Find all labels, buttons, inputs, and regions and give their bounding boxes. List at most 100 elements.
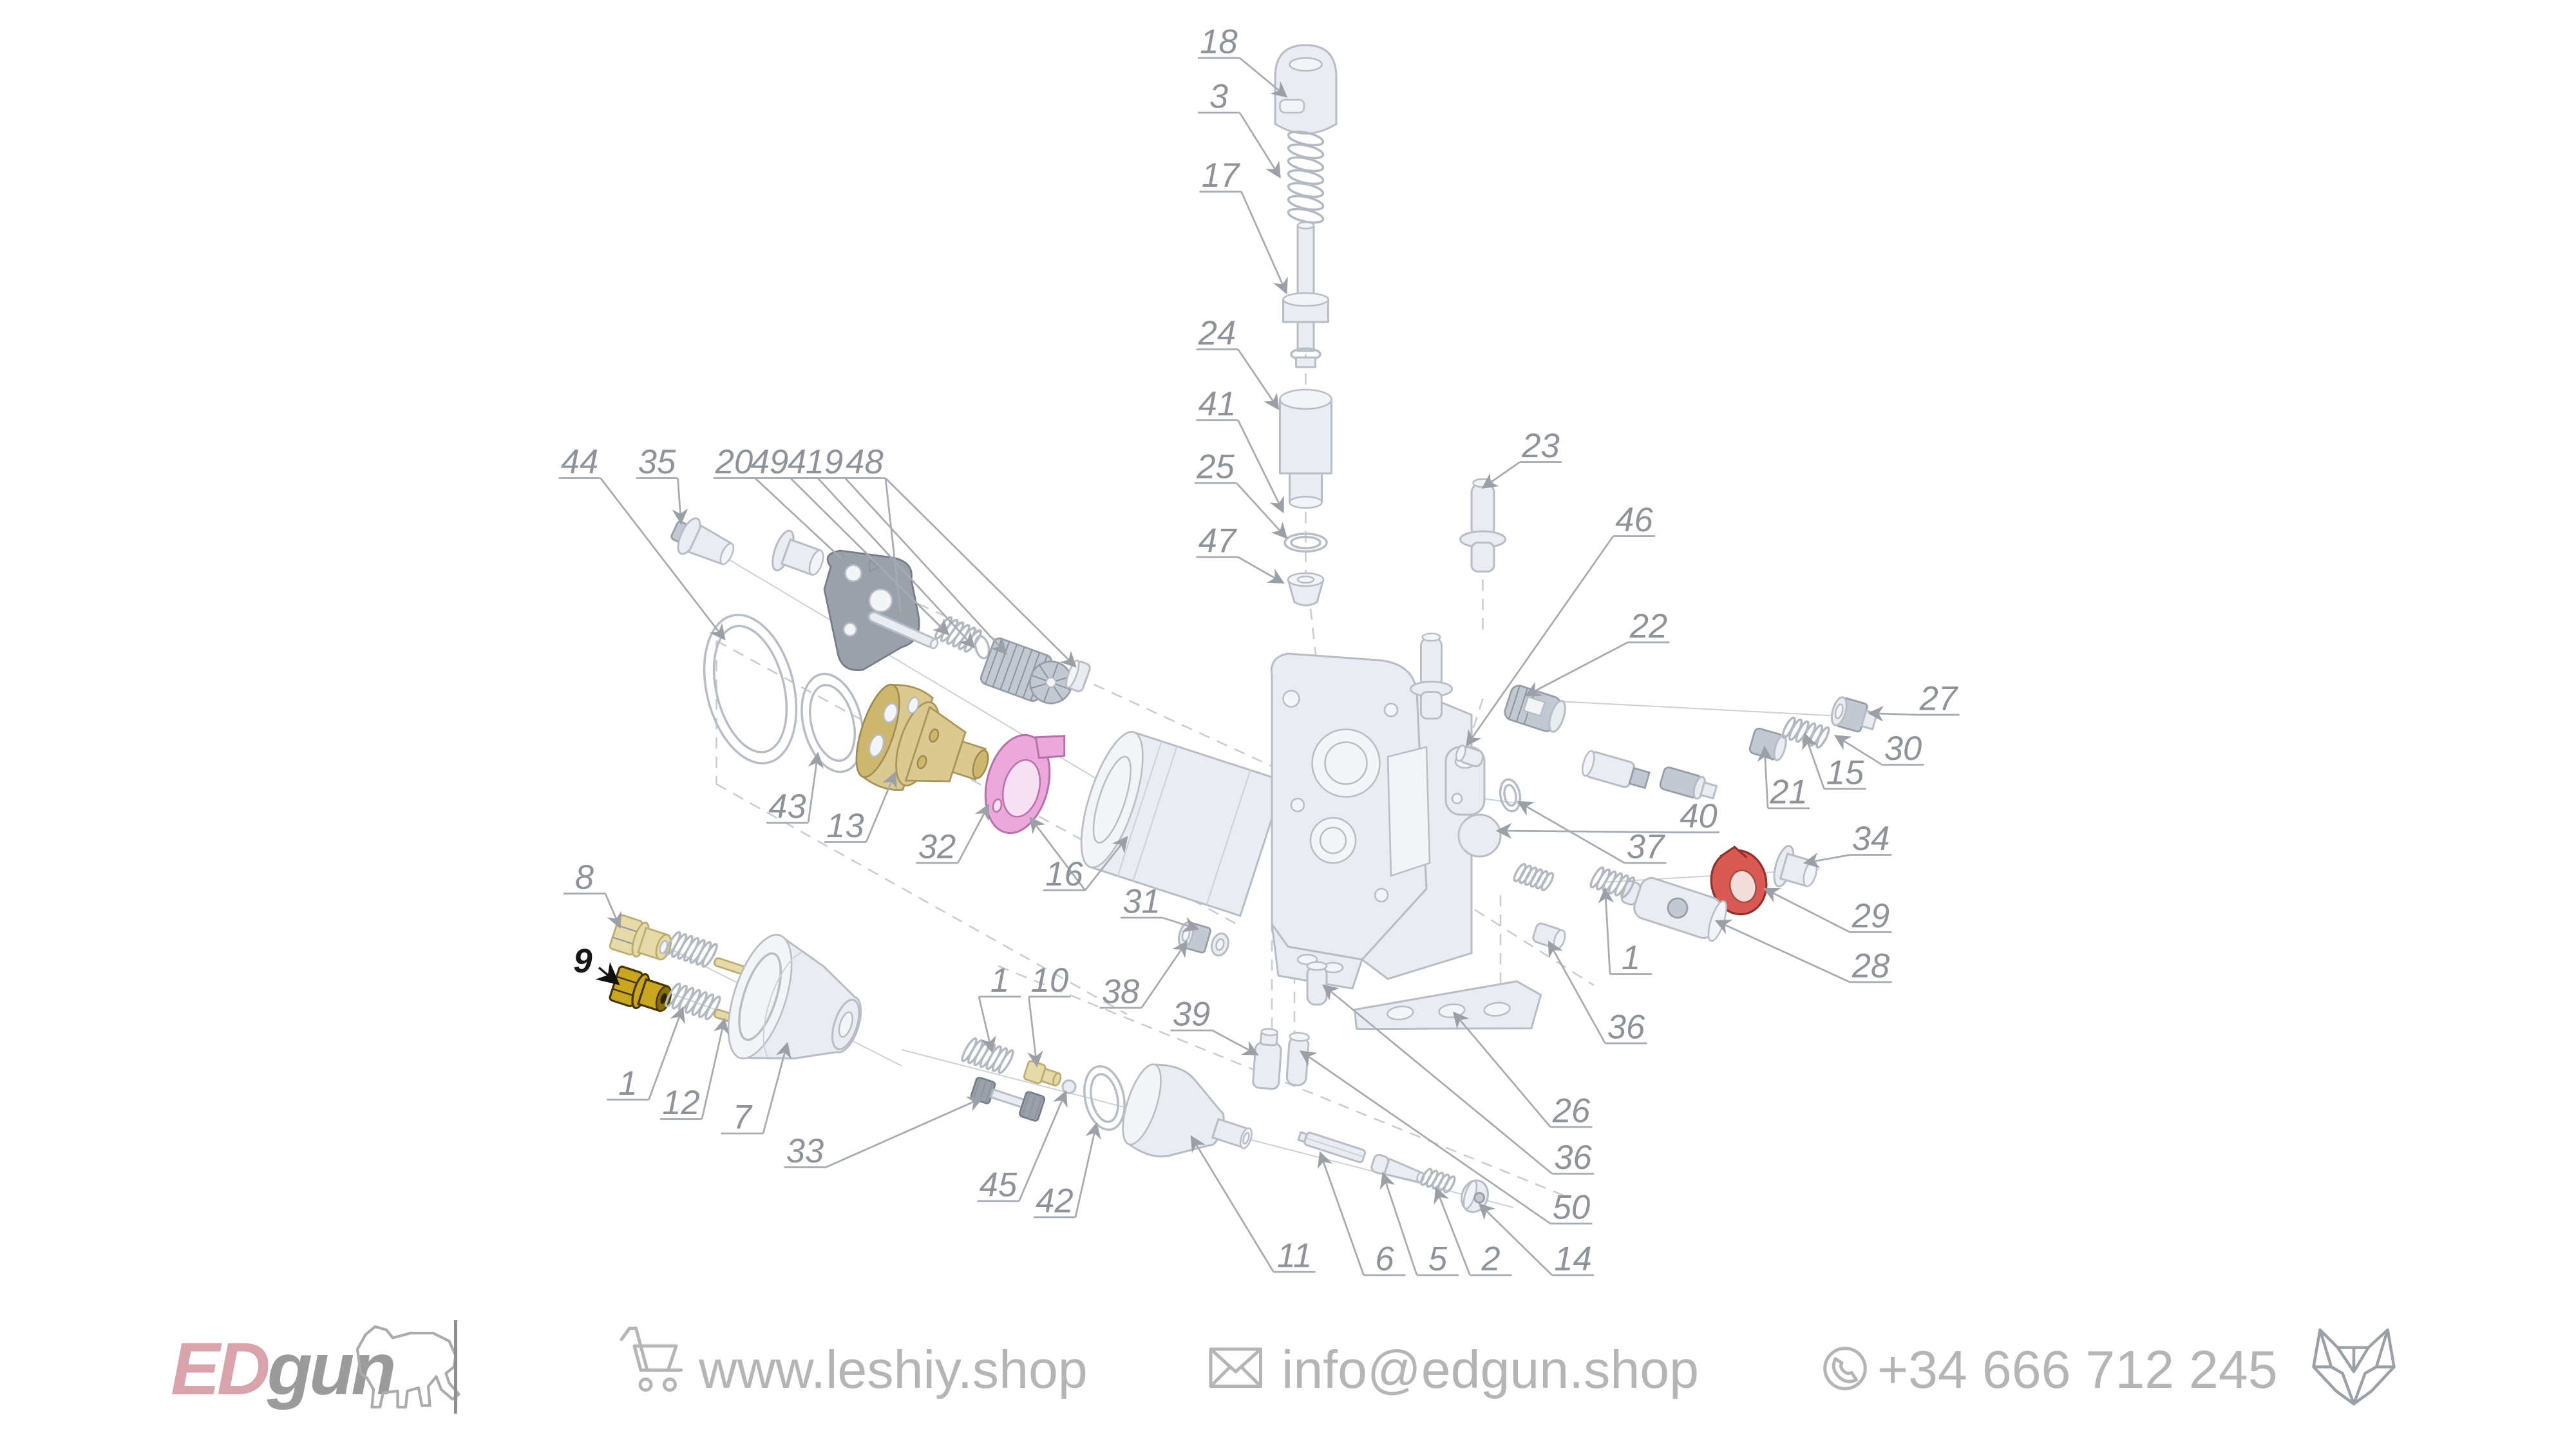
part-number: 39 bbox=[1173, 996, 1210, 1034]
part-number: 27 bbox=[1919, 680, 1958, 718]
part-label-32: 32 bbox=[916, 803, 990, 866]
part-bracket-20 bbox=[823, 549, 920, 671]
part-number: 37 bbox=[1627, 828, 1665, 866]
part-number: 22 bbox=[1629, 607, 1667, 645]
part-label-23: 23 bbox=[1481, 427, 1562, 489]
part-label-45: 45 bbox=[977, 1090, 1068, 1204]
part-screw-38 bbox=[1177, 921, 1229, 957]
part-knurled-19 bbox=[980, 637, 1073, 705]
part-number: 19 bbox=[806, 443, 843, 481]
part-number: 16 bbox=[1045, 855, 1083, 893]
part-rod-6 bbox=[1297, 1131, 1367, 1164]
part-number: 18 bbox=[1200, 23, 1237, 61]
part-number: 7 bbox=[733, 1099, 753, 1137]
part-cylinder-22 bbox=[1504, 685, 1566, 733]
part-label-1: 1 bbox=[978, 961, 1021, 1053]
part-number: 6 bbox=[1375, 1240, 1394, 1278]
part-number: 1 bbox=[1622, 939, 1640, 977]
part-knob-29 bbox=[1710, 846, 1768, 916]
part-number: 3 bbox=[1209, 78, 1228, 116]
part-number: 43 bbox=[768, 788, 806, 826]
part-number: 32 bbox=[918, 828, 956, 866]
part-label-11: 11 bbox=[1190, 1135, 1316, 1275]
part-label-16: 16 bbox=[1029, 817, 1128, 893]
part-cylinder-41 bbox=[1279, 388, 1332, 509]
website-link[interactable]: www.leshiy.shop bbox=[698, 1340, 1088, 1399]
part-number: 30 bbox=[1884, 730, 1922, 768]
part-label-50: 50 bbox=[1299, 1050, 1593, 1227]
part-oring-44 bbox=[703, 614, 798, 764]
part-number: 41 bbox=[1198, 385, 1236, 423]
part-pin-23 bbox=[1459, 478, 1506, 573]
part-number: 33 bbox=[786, 1132, 824, 1170]
part-seat-47 bbox=[1287, 572, 1325, 607]
part-label-5: 5 bbox=[1379, 1172, 1459, 1278]
part-number: 42 bbox=[1036, 1182, 1073, 1220]
part-bell-7 bbox=[727, 934, 862, 1060]
part-cocking-28 bbox=[1620, 877, 1727, 942]
part-pin-46 bbox=[1409, 632, 1454, 720]
part-label-31: 31 bbox=[1121, 883, 1200, 933]
part-number: 28 bbox=[1852, 947, 1889, 985]
part-number: 15 bbox=[1826, 754, 1864, 792]
part-label-24: 24 bbox=[1196, 314, 1280, 411]
part-number: 29 bbox=[1852, 897, 1889, 935]
part-label-36: 36 bbox=[1548, 940, 1647, 1046]
part-number: 21 bbox=[1769, 773, 1807, 811]
part-bottle-39 bbox=[1252, 1028, 1282, 1090]
part-spring-15 bbox=[1781, 716, 1830, 749]
part-fitting-21a bbox=[1582, 750, 1651, 790]
part-oring-42 bbox=[1083, 1065, 1126, 1132]
part-collar-32-16 bbox=[984, 734, 1066, 835]
part-label-15: 15 bbox=[1802, 732, 1866, 792]
part-number: 5 bbox=[1428, 1240, 1448, 1278]
part-pin-46b bbox=[1455, 744, 1484, 768]
part-label-9: 9 bbox=[573, 942, 620, 985]
part-number: 17 bbox=[1202, 156, 1240, 194]
part-dome-14 bbox=[1460, 1179, 1490, 1213]
part-number: 4 bbox=[788, 443, 806, 481]
part-cap-18 bbox=[1274, 44, 1338, 135]
part-number: 38 bbox=[1102, 973, 1139, 1011]
part-spring-3 bbox=[1287, 130, 1325, 224]
part-fitting-9-highlighted bbox=[609, 965, 672, 1012]
part-label-8: 8 bbox=[564, 858, 622, 929]
part-label-14: 14 bbox=[1478, 1203, 1594, 1278]
phone-icon bbox=[1823, 1347, 1867, 1390]
email-icon bbox=[1209, 1347, 1262, 1388]
part-pin-50 bbox=[1285, 1032, 1310, 1086]
part-label-47: 47 bbox=[1196, 522, 1285, 584]
part-label-38: 38 bbox=[1099, 940, 1188, 1011]
fox-logo-icon bbox=[2312, 1328, 2396, 1406]
part-label-42: 42 bbox=[1034, 1122, 1101, 1220]
dog-logo-icon bbox=[355, 1325, 460, 1409]
part-rail-26 bbox=[1353, 980, 1542, 1030]
part-number: 1 bbox=[990, 961, 1009, 999]
part-label-12: 12 bbox=[660, 1018, 730, 1122]
part-number: 24 bbox=[1198, 314, 1236, 352]
part-fitting-8 bbox=[609, 914, 672, 961]
part-label-3: 3 bbox=[1198, 78, 1281, 179]
part-label-33: 33 bbox=[784, 1096, 984, 1170]
part-label-18: 18 bbox=[1198, 23, 1288, 98]
email-link[interactable]: info@edgun.shop bbox=[1282, 1340, 1699, 1399]
part-screw-35 bbox=[670, 517, 735, 565]
part-label-28: 28 bbox=[1714, 920, 1892, 985]
part-cylinder-36r bbox=[1532, 922, 1566, 950]
part-number: 8 bbox=[575, 858, 594, 896]
footer: EDgun www.leshiy.shop info@edgun.shop +3… bbox=[171, 1320, 2396, 1414]
part-number: 48 bbox=[846, 443, 883, 481]
part-label-22: 22 bbox=[1524, 607, 1670, 697]
part-label-35: 35 bbox=[636, 443, 688, 525]
part-number: 47 bbox=[1198, 522, 1237, 560]
parts-layer bbox=[609, 44, 1878, 1213]
part-label-1: 1 bbox=[1598, 887, 1652, 977]
part-label-13: 13 bbox=[824, 771, 897, 845]
part-label-19: 19 bbox=[803, 443, 1008, 655]
part-number: 12 bbox=[662, 1084, 699, 1122]
part-pin-36b bbox=[1306, 961, 1328, 1006]
part-piston-31 bbox=[1080, 731, 1285, 917]
phone-link[interactable]: +34 666 712 245 bbox=[1877, 1340, 2278, 1399]
part-spring-1a bbox=[665, 931, 718, 968]
part-label-10: 10 bbox=[1027, 961, 1071, 1068]
